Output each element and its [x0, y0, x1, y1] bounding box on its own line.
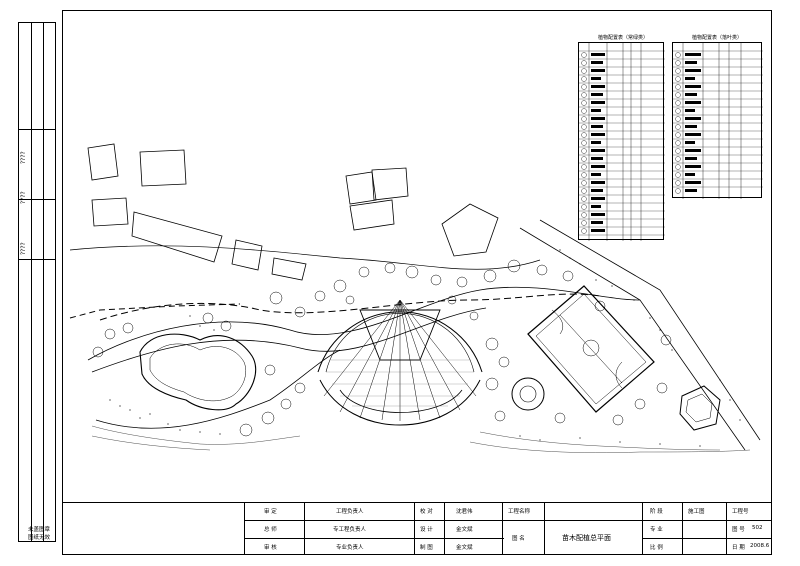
legend-title: 植物配置表（常绿类） — [598, 35, 649, 41]
tb-drawing-name-label: 图 名 — [512, 536, 525, 542]
title-block-divider — [642, 538, 772, 539]
tb-date-value: 2008.6 — [750, 543, 770, 549]
binding-strip-divider — [19, 199, 55, 200]
binding-strip: ???? ???? ???? — [18, 22, 56, 542]
building-footprint — [345, 171, 377, 205]
building-footprint — [349, 199, 395, 231]
tb-verify-name: 沈君伟 — [456, 509, 473, 515]
title-block-divider — [244, 520, 772, 521]
tb-design-label: 设 计 — [420, 527, 433, 533]
binding-strip-divider — [43, 23, 44, 541]
shrub-stipple — [109, 249, 741, 447]
tb-scale-label: 比 例 — [650, 545, 663, 551]
tb-verify-label: 校 对 — [420, 509, 433, 515]
title-block: 审 定 总 师 审 核 工程负责人 专工程负责人 专业负责人 校 对 设 计 制… — [62, 502, 772, 555]
tree-symbols — [92, 259, 672, 437]
plant-schedule-grid — [579, 43, 665, 241]
binding-strip-divider — [19, 129, 55, 130]
contour-lines — [91, 425, 751, 453]
tb-date-label: 日 期 — [732, 545, 745, 551]
building-footprint — [441, 203, 499, 257]
title-block-divider — [544, 503, 545, 555]
building-footprint — [231, 239, 263, 271]
title-block-divider — [642, 503, 643, 555]
drawing-frame — [62, 10, 772, 555]
building-footprint — [87, 143, 119, 181]
tb-chief-label: 总 师 — [264, 527, 277, 533]
plant-schedule-table — [672, 42, 763, 199]
tb-stage-value: 施工图 — [688, 509, 705, 515]
title-block-divider — [502, 503, 503, 555]
tb-review-label: 审 核 — [264, 545, 277, 551]
tb-sheet-no-value: 502 — [752, 525, 763, 531]
tb-draw-name: 金文斌 — [456, 545, 473, 551]
title-block-divider — [304, 503, 305, 555]
tb-drawing-no-label: 工程号 — [732, 509, 749, 515]
building-footprint — [139, 149, 187, 187]
building-footprint — [91, 197, 129, 227]
tb-project-name-label: 工程名称 — [508, 509, 531, 515]
tb-design-name: 金文斌 — [456, 527, 473, 533]
plant-schedule-table — [578, 42, 665, 241]
building-footprint — [371, 167, 409, 201]
tb-stage-label: 阶 段 — [650, 509, 663, 515]
drawing-title: 苗木配植总平面 — [562, 534, 611, 542]
title-block-divider — [444, 503, 445, 555]
tb-discipline-label: 专 业 — [650, 527, 663, 533]
title-block-divider — [726, 503, 727, 555]
binding-strip-divider — [31, 23, 32, 541]
title-block-divider — [414, 503, 415, 555]
corner-note-line: 图纸无效 — [28, 535, 51, 541]
tb-approve-label: 审 定 — [264, 509, 277, 515]
tb-eng-manager: 工程负责人 — [336, 509, 364, 515]
tb-specialty-manager: 专业负责人 — [336, 545, 364, 551]
tb-sheet-no-label: 图 号 — [732, 527, 745, 533]
legend-title: 植物配置表（落叶类） — [692, 35, 743, 41]
building-footprint — [131, 211, 223, 263]
title-block-divider — [244, 503, 245, 555]
corner-note: 未盖图章 图纸无效 — [28, 526, 50, 542]
tb-specialty-tech: 专工程负责人 — [333, 527, 367, 533]
building-footprint — [271, 257, 307, 281]
binding-strip-divider — [19, 259, 55, 260]
title-block-divider — [244, 538, 504, 539]
title-block-divider — [682, 503, 683, 555]
tb-draw-label: 制 图 — [420, 545, 433, 551]
plant-schedule-grid — [673, 43, 763, 199]
corner-note-line: 未盖图章 — [28, 527, 51, 533]
